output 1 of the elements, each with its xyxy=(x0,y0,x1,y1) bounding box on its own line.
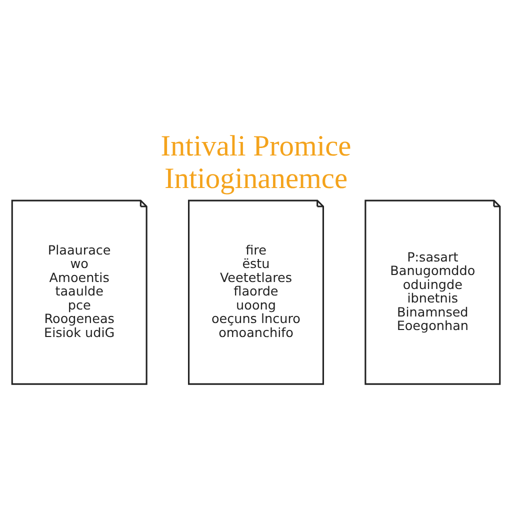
diagram-title: Intivali Promice Intioginanemce xyxy=(160,130,352,195)
